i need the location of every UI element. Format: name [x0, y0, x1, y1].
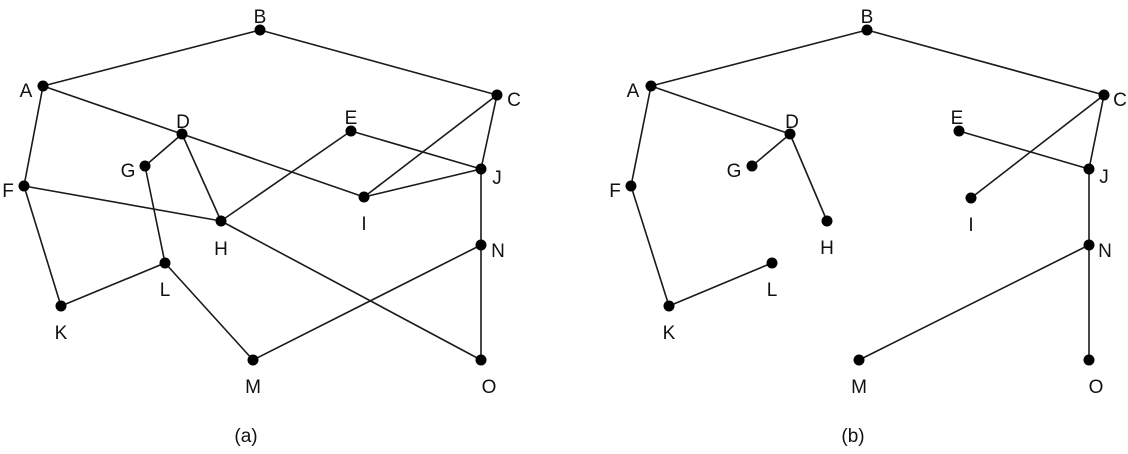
node-label-j: J — [492, 168, 502, 189]
edge-i-j — [363, 168, 482, 198]
node-d — [784, 128, 796, 140]
graph-a-edges — [23, 29, 498, 361]
node-a — [645, 80, 657, 92]
node-a — [37, 80, 49, 92]
node-label-l: L — [767, 280, 778, 301]
edge-b-c — [866, 29, 1105, 96]
node-label-n: N — [491, 241, 505, 262]
edge-g-l — [144, 165, 166, 264]
node-label-k: K — [663, 323, 676, 344]
node-label-d: D — [176, 112, 190, 133]
graph-b-edges — [630, 29, 1105, 361]
edge-c-i — [970, 94, 1105, 199]
node-b — [861, 24, 873, 36]
node-g — [746, 160, 758, 172]
node-label-h: H — [820, 238, 834, 259]
edge-f-k — [630, 185, 670, 307]
node-label-b: B — [254, 7, 267, 28]
edge-a-b — [650, 29, 868, 87]
node-label-a: A — [20, 81, 33, 102]
edge-d-i — [181, 133, 365, 198]
node-k — [55, 300, 67, 312]
edge-e-j — [958, 130, 1090, 170]
edge-c-i — [363, 94, 498, 198]
edge-a-f — [23, 85, 44, 187]
edge-a-b — [42, 29, 261, 87]
node-m — [853, 354, 865, 366]
edge-h-o — [220, 220, 482, 361]
graph-b-caption: (b) — [841, 426, 864, 447]
node-label-m: M — [245, 377, 261, 398]
node-b — [254, 24, 266, 36]
node-label-d: D — [785, 112, 799, 133]
node-label-e: E — [951, 108, 964, 129]
graph-a-caption: (a) — [234, 426, 257, 447]
node-o — [1083, 354, 1095, 366]
edge-b-c — [259, 29, 498, 96]
node-k — [663, 300, 675, 312]
node-e — [953, 125, 965, 137]
edge-a-d — [42, 85, 183, 135]
node-label-o: O — [482, 377, 497, 398]
node-d — [176, 128, 188, 140]
node-g — [139, 160, 151, 172]
node-label-a: A — [627, 81, 640, 102]
edge-k-l — [668, 262, 773, 307]
edge-f-k — [23, 185, 62, 307]
edge-e-j — [350, 130, 482, 170]
edge-d-g — [144, 133, 183, 167]
edge-d-h — [181, 133, 222, 222]
edge-f-h — [23, 185, 222, 222]
node-n — [1083, 239, 1095, 251]
node-label-f: F — [2, 181, 14, 202]
node-c — [1098, 89, 1110, 101]
node-label-e: E — [345, 108, 358, 129]
node-label-l: L — [160, 280, 171, 301]
node-i — [965, 192, 977, 204]
node-h — [821, 215, 833, 227]
node-label-i: I — [968, 215, 973, 236]
node-j — [475, 163, 487, 175]
node-j — [1083, 163, 1095, 175]
node-label-g: G — [727, 161, 742, 182]
node-c — [491, 89, 503, 101]
graph-a-nodes: A B C D E F G H I J K L M N O — [2, 7, 521, 398]
edge-l-m — [164, 262, 254, 361]
node-label-c: C — [1113, 90, 1127, 111]
node-f — [18, 180, 30, 192]
node-h — [215, 215, 227, 227]
edge-e-h — [220, 130, 352, 222]
node-e — [345, 125, 357, 137]
node-l — [159, 257, 171, 269]
edge-a-d — [650, 85, 791, 135]
node-label-o: O — [1089, 377, 1104, 398]
edge-n-m — [252, 244, 482, 361]
node-f — [625, 180, 637, 192]
node-label-k: K — [55, 323, 68, 344]
graph-b-nodes: A B C D E F G H I J K L M N O — [609, 7, 1127, 398]
node-label-f: F — [609, 181, 621, 202]
node-o — [475, 354, 487, 366]
edge-d-g — [751, 133, 791, 167]
node-l — [766, 257, 778, 269]
node-label-i: I — [361, 214, 366, 235]
node-label-b: B — [861, 7, 874, 28]
node-n — [475, 239, 487, 251]
graph-a-full-network: A B C D E F G H I J K L M N O (a) — [2, 7, 521, 447]
edge-a-f — [630, 85, 652, 187]
edge-c-j — [1088, 94, 1105, 170]
edge-c-j — [480, 94, 498, 170]
edge-n-m — [858, 244, 1090, 361]
edge-l-k — [60, 262, 166, 307]
node-m — [247, 354, 259, 366]
edge-d-h — [789, 133, 828, 222]
node-label-j: J — [1099, 167, 1109, 188]
node-label-m: M — [851, 377, 867, 398]
node-i — [358, 191, 370, 203]
node-label-h: H — [214, 239, 228, 260]
node-label-n: N — [1098, 241, 1112, 262]
node-label-c: C — [507, 90, 521, 111]
graph-b-spanning-tree: A B C D E F G H I J K L M N O (b) — [609, 7, 1127, 447]
node-label-g: G — [121, 161, 136, 182]
